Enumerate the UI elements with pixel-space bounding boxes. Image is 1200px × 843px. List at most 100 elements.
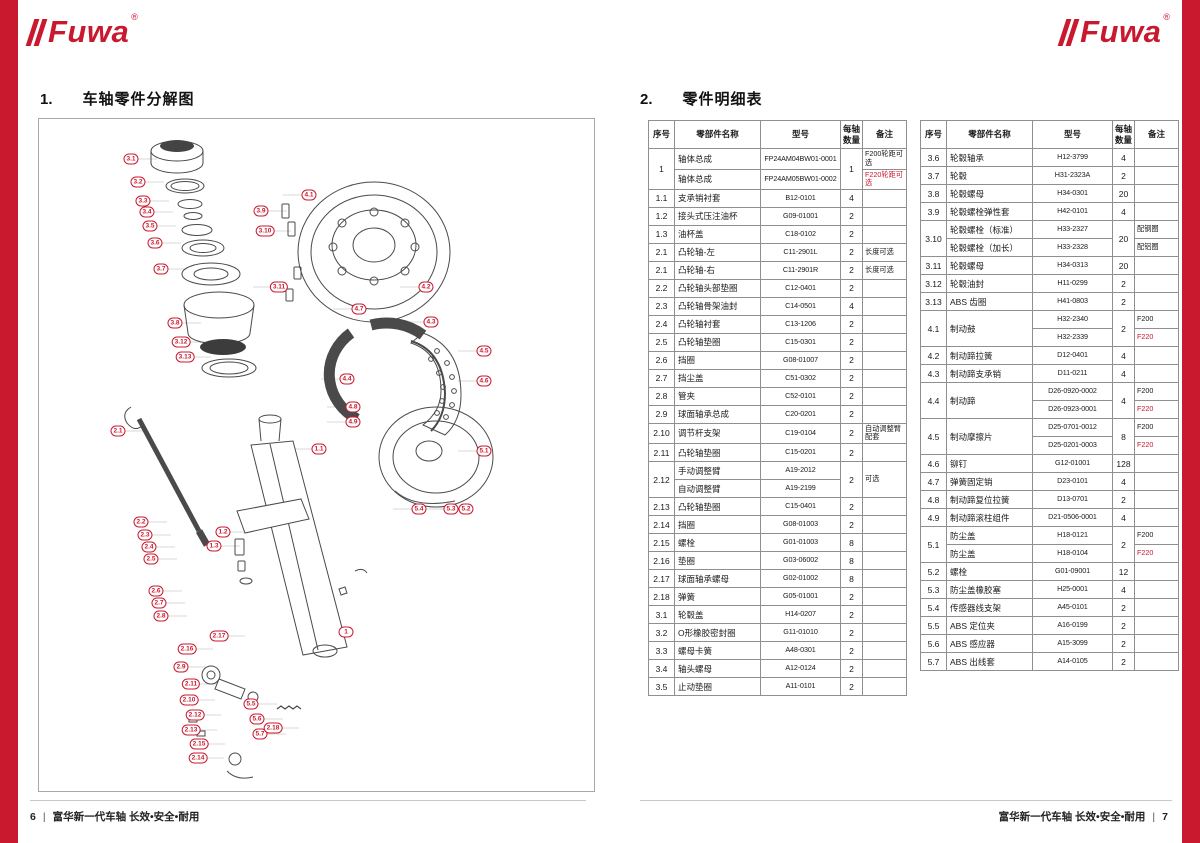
cell [1134, 184, 1179, 204]
callout-1.2: 1.2 [215, 526, 231, 538]
cell: A45-0101 [1032, 598, 1113, 618]
cell: 轮毂螺栓（加长） [946, 238, 1033, 258]
callout-2.5: 2.5 [143, 553, 159, 565]
axle-beam [236, 414, 348, 658]
callout-2.18: 2.18 [263, 722, 283, 734]
exploded-diagram-drawing [118, 140, 494, 779]
callout-2.13: 2.13 [181, 724, 201, 736]
cell: 球面轴承总成 [674, 404, 761, 424]
cell: D25-0201-0003 [1032, 436, 1113, 456]
cell: F200轮距可选 [862, 148, 907, 170]
callout-3.6: 3.6 [147, 237, 163, 249]
cell [862, 515, 907, 535]
callout-3.10: 3.10 [255, 225, 275, 237]
cell: 轮毂油封 [946, 274, 1033, 294]
callout-1: 1 [338, 626, 354, 638]
cell [1134, 652, 1179, 672]
cell: H34-0313 [1032, 256, 1113, 276]
cell [862, 623, 907, 643]
spring-parts [338, 568, 368, 596]
cell: 3.3 [648, 641, 675, 661]
callout-1.1: 1.1 [311, 443, 327, 455]
cell [862, 296, 907, 316]
cell: 轮毂 [946, 166, 1033, 186]
cell: 凸轮轴垫圈 [674, 497, 761, 517]
cell: 2.2 [648, 278, 675, 298]
table-row: D25-0201-0003 F220 [921, 436, 1179, 456]
cell: 4.2 [920, 346, 947, 366]
cell: 凸轮轴头部垫圈 [674, 278, 761, 298]
section-heading-diagram: 1. 车轴零件分解图 [40, 88, 195, 109]
left-red-edge-bar [0, 0, 18, 843]
cell: 2 [840, 278, 863, 298]
cell [1134, 292, 1179, 312]
callout-2.3: 2.3 [137, 529, 153, 541]
cell: 4.9 [920, 508, 947, 528]
cell: 螺母卡簧 [674, 641, 761, 661]
cell: 1 [648, 148, 675, 190]
cell [1134, 634, 1179, 654]
cell [862, 533, 907, 553]
cell: C18-0102 [760, 224, 841, 244]
cell: 3.1 [648, 605, 675, 625]
cell: O形橡胶密封圈 [674, 623, 761, 643]
column-header: 备注 [862, 119, 907, 150]
cell: 3.5 [648, 677, 675, 697]
cell: 防尘盖 [946, 544, 1033, 564]
cell: 2 [840, 314, 863, 334]
cell: 2 [840, 587, 863, 607]
callout-3.11: 3.11 [269, 281, 289, 293]
cell: 4 [1112, 508, 1135, 528]
column-header: 零部件名称 [946, 119, 1033, 150]
cell [862, 278, 907, 298]
cell: 挡尘盖 [674, 368, 761, 388]
footer-rule-left [30, 800, 586, 801]
callout-3.7: 3.7 [153, 263, 169, 275]
cell: 20 [1112, 220, 1135, 258]
cell [862, 314, 907, 334]
cell: 3.7 [920, 166, 947, 186]
cell: 配钢圈 [1134, 220, 1179, 240]
cell [862, 605, 907, 625]
fuwa-logo-right: Fuwa ® [1057, 12, 1170, 47]
cell: 凸轮轴骨架油封 [674, 296, 761, 316]
cell: 可选 [862, 461, 907, 499]
callout-4.2: 4.2 [418, 281, 434, 293]
cell: 2.7 [648, 368, 675, 388]
cell: 4 [1112, 346, 1135, 366]
cell: F220 [1134, 436, 1179, 456]
section-number: 2. [640, 91, 653, 108]
cell: 手动调整臂 [674, 461, 761, 481]
cell: 2 [840, 677, 863, 697]
cell: FP24AM04BW01-0001 [760, 148, 841, 170]
cell: 2.16 [648, 551, 675, 571]
cell: H12-3799 [1032, 148, 1113, 168]
cell [1134, 580, 1179, 600]
cell: 自动调整臂 [674, 479, 761, 499]
cell: 2 [840, 206, 863, 226]
callout-2.11: 2.11 [181, 678, 201, 690]
cell [862, 350, 907, 370]
cell: 制动蹄 [946, 382, 1033, 420]
cell: ABS 齿圈 [946, 292, 1033, 312]
cell: 弹簧 [674, 587, 761, 607]
footer-slogan: 富华新一代车轴 长效•安全•耐用 [52, 811, 200, 823]
cell: 3.12 [920, 274, 947, 294]
cell [862, 587, 907, 607]
cell: 支承销衬套 [674, 188, 761, 208]
cell: 2.6 [648, 350, 675, 370]
callout-5.5: 5.5 [243, 698, 259, 710]
cell: 轮毂螺栓弹性套 [946, 202, 1033, 222]
cell: 4.7 [920, 472, 947, 492]
callout-1.3: 1.3 [206, 540, 222, 552]
